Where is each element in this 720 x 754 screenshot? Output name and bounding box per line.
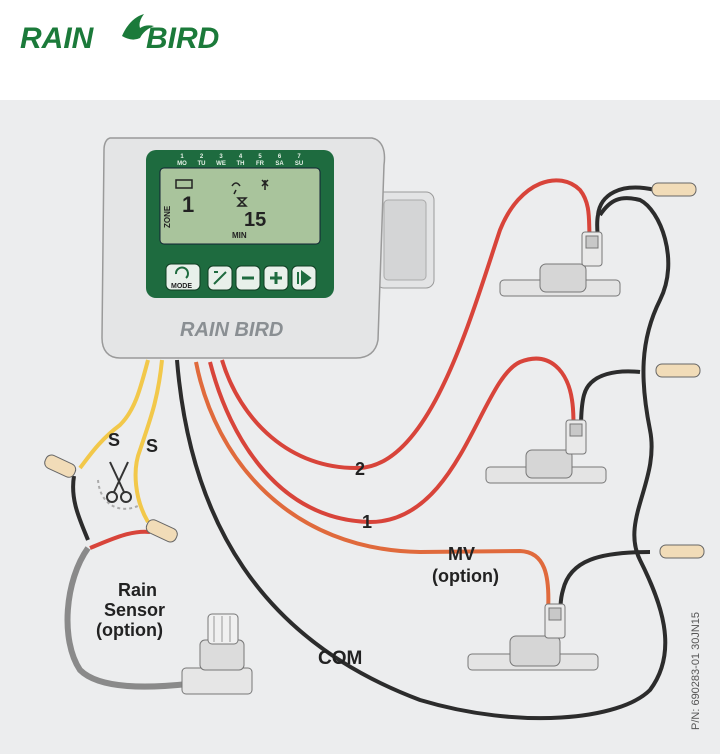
sensor-grey-cable [64, 546, 189, 690]
next-icon [297, 270, 312, 286]
rain-bird-logo: RAIN BIRD [20, 14, 219, 55]
mode-button[interactable] [165, 263, 201, 291]
battery-icon [175, 179, 193, 189]
bird-icon [122, 14, 154, 40]
wire-nut-valve1 [651, 182, 697, 197]
wire-nut-sensor-1 [44, 454, 77, 478]
plus-icon [270, 272, 282, 284]
valve1-black-wire [595, 185, 656, 241]
sensor-black-lead [71, 475, 90, 541]
wire-nut-valve2 [655, 363, 701, 378]
mode-arrow-icon [175, 266, 189, 279]
valve-1 [499, 231, 621, 297]
manual-icon [213, 271, 227, 285]
rain-icon [231, 182, 241, 195]
sensor-wire-right [133, 359, 164, 524]
scissors-icon [106, 461, 132, 503]
valve-2 [485, 419, 607, 484]
hourglass-icon [236, 197, 248, 207]
valve2-black-wire [578, 369, 641, 433]
rain-sensor-device [181, 613, 253, 695]
valve-3 [467, 603, 599, 671]
zone1-wire [208, 356, 576, 525]
wiring-diagram [44, 137, 705, 721]
zone2-wire [220, 178, 592, 471]
cut-loop [97, 479, 141, 510]
sensor-wire-left [78, 359, 150, 470]
part-number: P/N: 690283-01 30JN15 [690, 611, 702, 730]
wire-nut-sensor-2 [145, 519, 178, 543]
controller [101, 137, 435, 359]
valve3-black-wire [558, 550, 651, 613]
common-wire [175, 196, 671, 721]
sprinkler-icon [261, 179, 269, 190]
logo-text-rain: RAIN [20, 22, 95, 55]
sensor-red-lead [89, 529, 151, 550]
wire-nut-valve3 [659, 544, 705, 559]
logo-text-bird: BIRD [146, 22, 219, 55]
mv-wire [194, 361, 551, 613]
